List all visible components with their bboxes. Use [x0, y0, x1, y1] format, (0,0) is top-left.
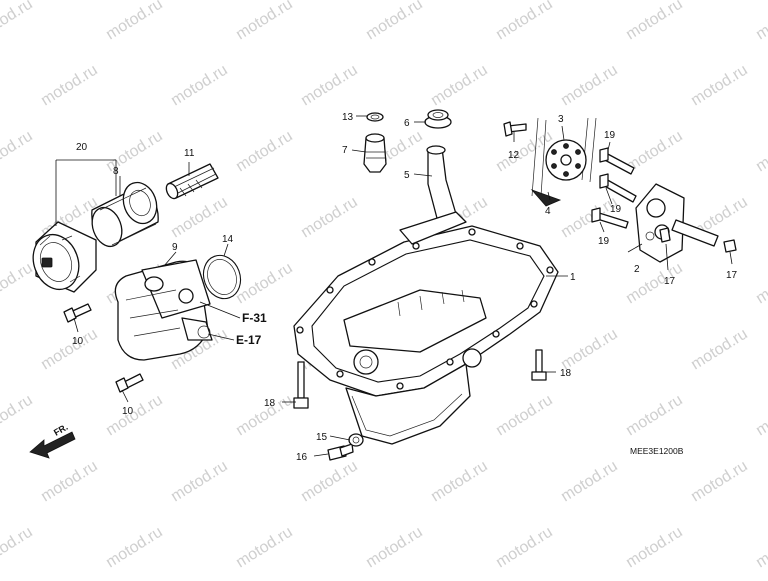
leader-lines: [55, 115, 733, 457]
callout-14: 13: [342, 112, 354, 123]
pump-sprocket: [545, 139, 587, 181]
front-direction-arrow: [29, 431, 76, 459]
callout-2: 2: [634, 264, 640, 275]
watermark-text: motod.ru: [103, 524, 166, 572]
seal-6: [424, 109, 452, 129]
watermark-text: motod.ru: [753, 524, 768, 572]
callout-19-top: 19: [604, 130, 616, 141]
watermark-text: motod.ru: [688, 326, 751, 374]
watermark-text: motod.ru: [558, 62, 621, 110]
bolt-10-upper: [63, 303, 92, 323]
reference-e17: E-17: [236, 333, 262, 347]
watermark-text: motod.ru: [493, 128, 556, 176]
watermark-text: motod.ru: [623, 392, 686, 440]
callout-18-left: 18: [264, 398, 276, 409]
bolt-19: [591, 147, 637, 229]
callout-16: 15: [316, 432, 328, 443]
watermark-text: motod.ru: [233, 524, 296, 572]
watermark-text: motod.ru: [428, 62, 491, 110]
watermark-text: motod.ru: [428, 458, 491, 506]
callout-11: 11: [184, 148, 195, 159]
oil-pan: [293, 225, 559, 445]
watermark-text: motod.ru: [753, 128, 768, 176]
pressure-switch: [363, 133, 387, 173]
watermark-text: motod.ru: [753, 392, 768, 440]
callout-6: 6: [404, 118, 410, 129]
callout-18-right: 18: [560, 368, 572, 379]
drive-chain: [530, 117, 597, 207]
reference-f31: F-31: [242, 311, 267, 325]
dowel-pins: [659, 227, 737, 253]
callout-13: 16: [296, 452, 308, 463]
callout-3: 3: [558, 114, 564, 125]
watermark-text: motod.ru: [363, 524, 426, 572]
callout-19-bottom: 19: [598, 236, 610, 247]
bolt-10-lower: [115, 373, 144, 393]
watermark-text: motod.ru: [38, 458, 101, 506]
oil-strainer: [399, 145, 467, 245]
watermark-text: motod.ru: [363, 0, 426, 43]
bolt-18: [293, 349, 547, 409]
drain-washer: [348, 433, 364, 447]
oil-filter: [32, 221, 97, 293]
watermark-text: motod.ru: [298, 458, 361, 506]
watermark-text: motod.ru: [168, 62, 231, 110]
filter-cartridge: [91, 181, 159, 248]
diagram-code: MEE3E1200B: [630, 446, 684, 456]
callout-10-upper: 10: [72, 336, 84, 347]
callout-1: 1: [570, 272, 576, 283]
watermark-text: motod.ru: [623, 0, 686, 43]
callout-5: 5: [404, 170, 410, 181]
callout-12: 12: [508, 150, 520, 161]
watermark-text: motod.ru: [298, 194, 361, 242]
o-ring: [202, 254, 242, 300]
oil-pipe: [165, 163, 219, 200]
watermark-text: motod.ru: [0, 260, 36, 308]
watermark-text: motod.ru: [0, 128, 36, 176]
watermark-text: motod.ru: [103, 392, 166, 440]
callout-17-left: 17: [664, 276, 676, 287]
watermark-text: motod.ru: [493, 0, 556, 43]
callout-20: 20: [76, 142, 88, 153]
watermark-text: motod.ru: [753, 0, 768, 43]
watermark-text: motod.ru: [558, 458, 621, 506]
watermark-text: motod.ru: [168, 458, 231, 506]
watermark-text: motod.ru: [0, 0, 36, 43]
callout-8: 8: [113, 166, 119, 177]
watermark-text: motod.ru: [753, 260, 768, 308]
callout-15: 14: [222, 234, 234, 245]
callout-7: 7: [342, 145, 348, 156]
watermark-text: motod.ru: [493, 524, 556, 572]
oil-cooler: [114, 259, 213, 361]
callout-10-lower: 10: [122, 406, 134, 417]
watermark-text: motod.ru: [233, 0, 296, 43]
watermark-text: motod.ru: [623, 524, 686, 572]
watermark-text: motod.ru: [38, 326, 101, 374]
callout-labels: 20 8 11 9 14 10 10 F-31 E-17 13 7 6 5 12…: [52, 112, 738, 463]
watermark-text: motod.ru: [493, 392, 556, 440]
watermark-text: motod.ru: [103, 0, 166, 43]
drain-bolt: [327, 443, 354, 461]
bolt-12: [503, 121, 527, 137]
watermark-text: motod.ru: [233, 260, 296, 308]
watermark-text: motod.ru: [0, 392, 36, 440]
watermark-text: motod.ru: [0, 524, 36, 572]
callout-17-right: 17: [726, 270, 738, 281]
watermark-text: motod.ru: [298, 62, 361, 110]
watermark-text: motod.ru: [233, 128, 296, 176]
callout-4: 4: [545, 206, 551, 217]
watermark-text: motod.ru: [688, 62, 751, 110]
watermark-text: motod.ru: [688, 458, 751, 506]
sealing-washer: [366, 112, 384, 122]
callout-19-mid: 19: [610, 204, 622, 215]
watermark-text: motod.ru: [38, 62, 101, 110]
watermark-text: motod.ru: [558, 326, 621, 374]
watermark-text: motod.ru: [623, 260, 686, 308]
callout-9: 9: [172, 242, 178, 253]
